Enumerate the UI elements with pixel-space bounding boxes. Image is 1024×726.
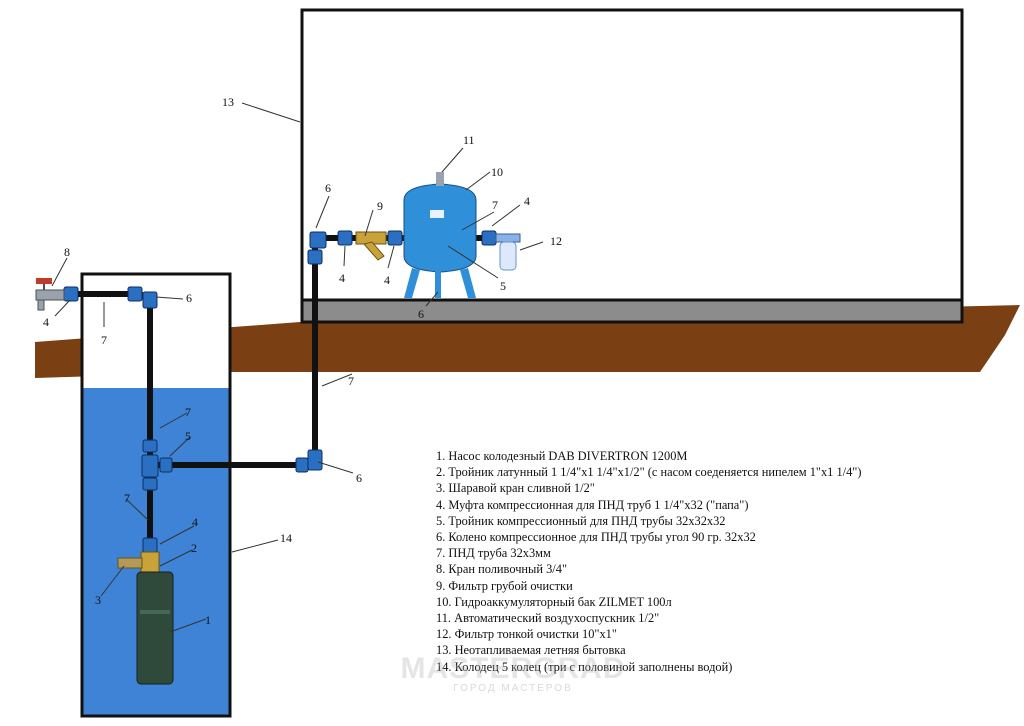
callout-2: 2 (191, 541, 197, 555)
callout-4-filter-left: 4 (339, 271, 345, 285)
callout-6-well-bottom: 6 (356, 471, 362, 485)
callout-3: 3 (95, 593, 101, 607)
cabin-foundation (300, 298, 964, 324)
garden-tap (35, 278, 65, 311)
legend-item-5: 5. Тройник компрессионный для ПНД трубы … (436, 513, 726, 528)
callout-6-tank-elbow: 6 (418, 307, 424, 321)
legend-item-3: 3. Шаравой кран сливной 1/2" (436, 481, 595, 496)
callout-4-tap: 4 (43, 315, 49, 329)
callout-numbers: 13 11 10 6 9 4 7 12 4 4 5 6 8 4 7 6 7 7 … (43, 95, 562, 627)
callout-9: 9 (377, 199, 383, 213)
callout-8: 8 (64, 245, 70, 259)
callout-7-tap-pipe: 7 (101, 333, 107, 347)
callout-11: 11 (463, 133, 475, 147)
legend-item-4: 4. Муфта компрессионная для ПНД труб 1 1… (436, 497, 749, 512)
legend-item-12: 12. Фильтр тонкой очистки 10"х1" (436, 627, 617, 642)
legend-item-13: 13. Неотапливаемая летняя бытовка (436, 643, 626, 658)
callout-12: 12 (550, 234, 562, 248)
callout-4-filter-right: 4 (384, 273, 390, 287)
callout-7-riser-outside: 7 (348, 374, 354, 388)
legend-item-9: 9. Фильтр грубой очистки (436, 578, 573, 593)
legend-item-2: 2. Тройник латунный 1 1/4"х1 1/4"х1/2" (… (436, 465, 862, 480)
legend-item-1: 1. Насос колодезный DAB DIVERTRON 1200M (436, 449, 688, 463)
callout-7-riser-lower: 7 (124, 491, 130, 505)
legend-item-11: 11. Автоматический воздухоспускник 1/2" (436, 611, 660, 626)
legend: 1. Насос колодезный DAB DIVERTRON 1200M … (436, 448, 1016, 675)
legend-item-8: 8. Кран поливочный 3/4" (436, 562, 568, 577)
legend-item-14: 14. Колодец 5 колец (три с половиной зап… (436, 659, 733, 674)
callout-5-tank-tee: 5 (500, 279, 506, 293)
callout-1: 1 (205, 613, 211, 627)
well-outline (80, 272, 232, 718)
callout-14: 14 (280, 531, 292, 545)
callout-7-riser-upper: 7 (185, 405, 191, 419)
callout-13: 13 (222, 95, 234, 109)
expansion-tank (403, 172, 477, 298)
callout-5-well-tee: 5 (185, 429, 191, 443)
watermark-tagline: ГОРОД МАСТЕРОВ (453, 683, 573, 694)
leader-lines (51, 102, 544, 633)
fine-filter (495, 233, 521, 271)
callout-4-tank-right: 4 (524, 194, 530, 208)
legend-item-10: 10. Гидроаккумуляторный бак ZILMET 100л (436, 594, 672, 609)
coarse-filter (355, 231, 387, 261)
watermark: MASTERGRAD ГОРОД МАСТЕРОВ (398, 654, 628, 694)
callout-4-pump: 4 (192, 515, 198, 529)
well-pump (117, 551, 174, 685)
callout-10: 10 (491, 165, 503, 179)
callout-6-cabin-elbow: 6 (325, 181, 331, 195)
cabin-outline (300, 8, 964, 324)
watermark-brand: MASTERGRAD (400, 652, 626, 685)
callout-6-well-top: 6 (186, 291, 192, 305)
callout-7-cabin: 7 (492, 198, 498, 212)
legend-item-7: 7. ПНД труба 32х3мм (436, 546, 551, 561)
legend-item-6: 6. Колено компрессионное для ПНД трубы у… (436, 530, 756, 545)
